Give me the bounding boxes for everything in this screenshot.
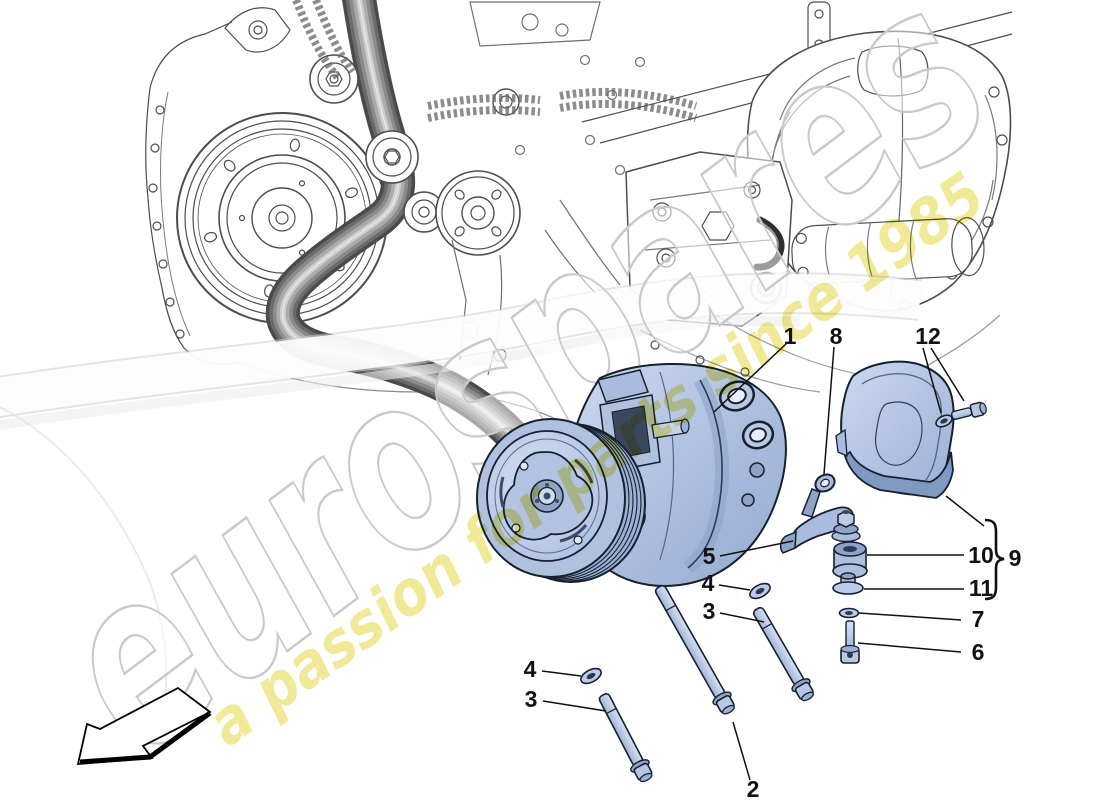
part-bolt-3-right	[752, 606, 814, 702]
part-washer-4-left	[580, 667, 602, 685]
callout-label-4-lower: 4	[524, 656, 537, 682]
exploded-parts	[476, 360, 987, 783]
timing-chains	[292, 0, 698, 122]
callout-label-5: 5	[703, 543, 716, 569]
compressor-ear-eyelets	[719, 380, 775, 450]
part-eyelet-8	[814, 473, 836, 493]
callout-label-3-lower: 3	[525, 686, 538, 712]
callout-label-4-upper: 4	[702, 570, 715, 596]
callout-label-8: 8	[830, 323, 843, 349]
part-washer-4-right	[749, 582, 771, 600]
callout-label-2: 2	[747, 776, 760, 800]
callout-label-9: 9	[1009, 545, 1022, 571]
bracket-nut	[831, 510, 861, 543]
callout-label-7: 7	[972, 606, 985, 632]
callout-label-6: 6	[972, 639, 985, 665]
water-pump-pulley	[435, 170, 521, 256]
background-swoosh	[0, 272, 923, 701]
callout-label-10: 10	[968, 542, 994, 568]
part-bolt-2	[654, 584, 735, 715]
compressor-illustration	[476, 363, 787, 587]
starter-cylinder	[791, 217, 985, 285]
callout-label-3-upper: 3	[703, 598, 716, 624]
callout-label-1: 1	[784, 323, 797, 349]
group-9-brace	[984, 518, 1005, 601]
callout-leader-lines	[541, 342, 1005, 781]
callout-labels: 1 8 12 5 4 3 4 3 2 10 9 11 7 6	[524, 323, 1022, 800]
part-bolt-3-left	[598, 693, 653, 783]
part-bolt-6	[840, 620, 860, 664]
tensioner-pulley	[365, 130, 419, 184]
part-washer-7	[838, 607, 860, 619]
callout-label-11: 11	[969, 575, 994, 601]
part-cover-9	[835, 360, 955, 499]
direction-arrow	[76, 686, 212, 765]
compressor-pulley	[476, 418, 646, 583]
part-bolt-12	[950, 401, 987, 420]
callout-label-12: 12	[915, 323, 941, 349]
idler-pulley	[403, 191, 445, 233]
part-spacer-11	[832, 572, 864, 595]
